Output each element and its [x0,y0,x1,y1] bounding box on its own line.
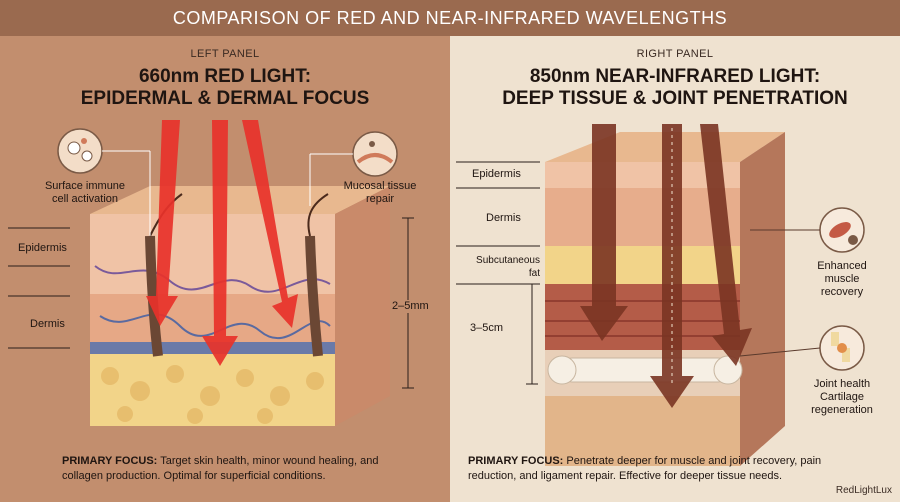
left-depth-label: 2–5mm [392,300,429,313]
right-layer-epidermis: Epidermis [472,168,521,180]
right-title-line1: 850nm NEAR-INFRARED LIGHT: [529,66,821,87]
right-depth-label: 3–5cm [470,322,504,334]
left-layer-epidermis: Epidermis [18,242,67,254]
right-focus-label: PRIMARY FOCUS: [468,455,564,467]
immune-cell-icon [57,128,103,174]
callout-joint-health: Joint health Cartilage regeneration [811,378,873,416]
nir-tissue-diagram [456,124,865,466]
left-panel: LEFT PANEL 660nm RED LIGHT: EPIDERMAL & … [0,36,450,502]
right-layer-dermis: Dermis [486,212,521,224]
left-title-line2: EPIDERMAL & DERMAL FOCUS [80,88,370,109]
tissue-block [545,132,785,466]
left-primary-focus: PRIMARY FOCUS: Target skin health, minor… [62,454,422,484]
muscle-icon [819,207,865,253]
left-panel-tag: LEFT PANEL [190,48,260,60]
right-focus-text: Penetrate deeper for muscle and joint re… [468,455,822,482]
left-panel-title: 660nm RED LIGHT: EPIDERMAL & DERMAL FOCU… [0,66,450,110]
left-layer-dermis: Dermis [30,318,65,330]
right-layer-subcutaneous: Subcutaneous fat [476,255,540,279]
left-title-line1: 660nm RED LIGHT: [138,66,312,87]
credit-logo-text: RedLightLux [835,485,892,496]
red-light-skin-diagram [8,120,414,426]
callout-muscle-recovery: Enhanced muscle recovery [817,260,867,298]
left-focus-label: PRIMARY FOCUS: [62,455,158,467]
joint-icon [819,325,865,371]
skin-block [90,186,390,426]
red-light-beams [146,120,298,366]
main-title: COMPARISON OF RED AND NEAR-INFRARED WAVE… [0,0,900,36]
right-title-line2: DEEP TISSUE & JOINT PENETRATION [502,88,848,109]
right-panel-title: 850nm NEAR-INFRARED LIGHT: DEEP TISSUE &… [450,66,900,110]
right-primary-focus: PRIMARY FOCUS: Penetrate deeper for musc… [468,454,868,484]
mucosal-tissue-icon [352,131,398,177]
right-panel: RIGHT PANEL 850nm NEAR-INFRARED LIGHT: D… [450,36,900,502]
callout-surface-immune: Surface immune cell activation [44,180,126,205]
callout-mucosal-repair: Mucosal tissue repair [343,180,417,205]
left-focus-text: Target skin health, minor wound healing,… [62,455,379,482]
right-panel-tag: RIGHT PANEL [636,48,714,60]
nir-light-beams [580,124,752,408]
